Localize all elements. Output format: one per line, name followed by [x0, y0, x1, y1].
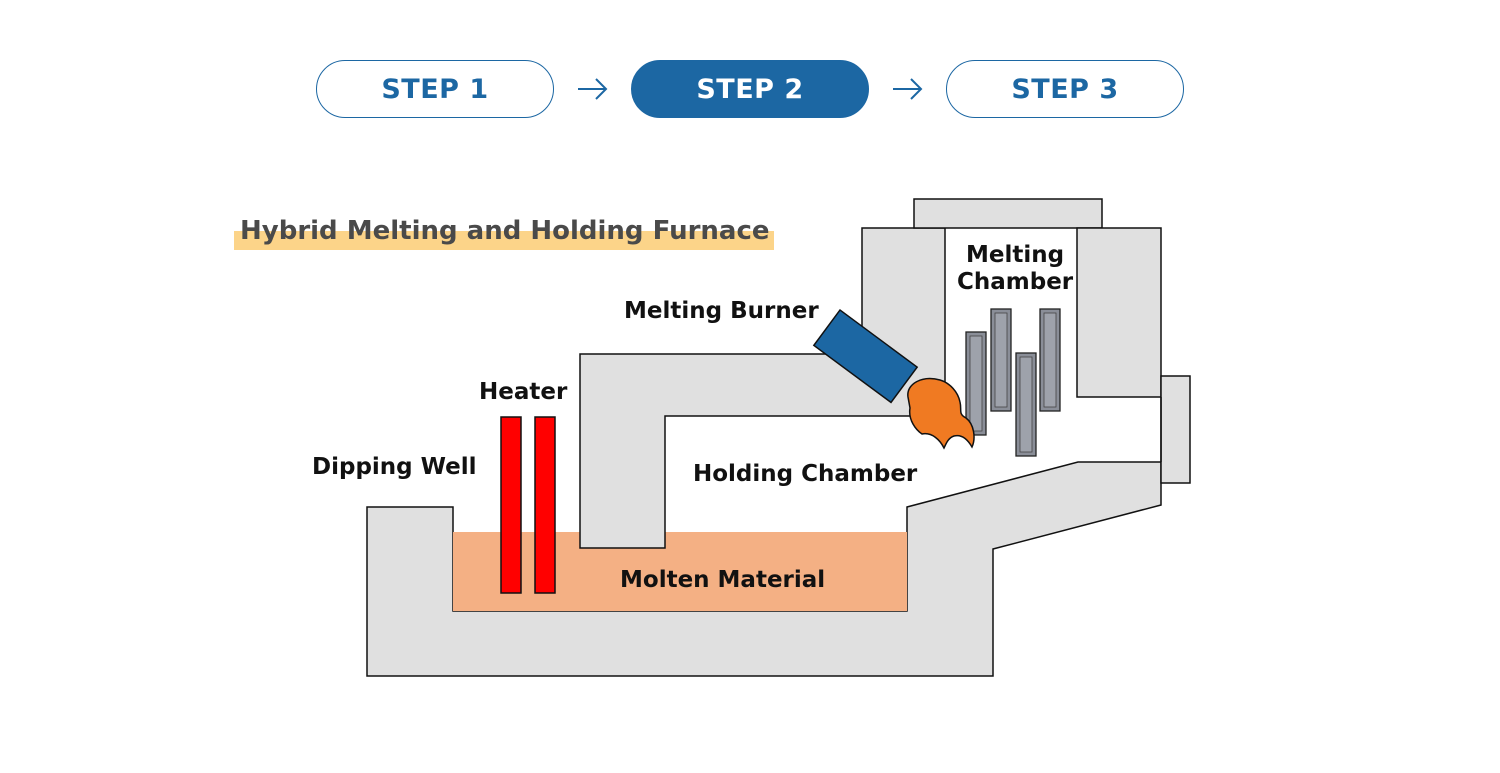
step-1-button[interactable]: STEP 1	[316, 60, 554, 118]
heater-rod	[534, 416, 556, 594]
heater-label: Heater	[479, 379, 568, 405]
melting-charge	[965, 308, 1061, 457]
heater-rod	[500, 416, 522, 594]
arrow-right-icon	[578, 78, 608, 100]
molten-material	[453, 532, 907, 611]
melting-burner	[812, 308, 919, 404]
melting-chamber-label-line2: Chamber	[957, 269, 1074, 295]
furnace-side-block	[1160, 375, 1191, 484]
melting-chamber-label-line1: Melting	[966, 242, 1065, 268]
furnace-cap	[913, 198, 1103, 229]
arrow-right-icon	[893, 78, 923, 100]
melting-burner-label: Melting Burner	[624, 298, 819, 324]
furnace-right-wall	[1076, 227, 1162, 398]
flame-icon	[907, 377, 975, 450]
step-3-button[interactable]: STEP 3	[946, 60, 1184, 118]
diagram-title: Hybrid Melting and Holding Furnace	[234, 213, 774, 251]
dipping-well-label: Dipping Well	[312, 454, 477, 480]
step-navigation: STEP 1 STEP 2 STEP 3	[0, 60, 1500, 120]
step-2-button[interactable]: STEP 2	[631, 60, 869, 118]
holding-chamber-label: Holding Chamber	[693, 461, 918, 487]
molten-material-label: Molten Material	[620, 567, 826, 593]
